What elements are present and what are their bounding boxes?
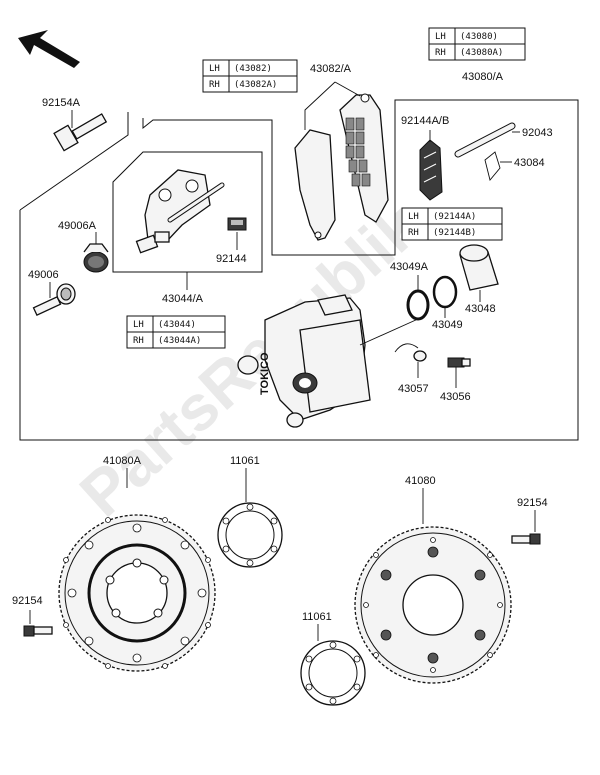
slide-boot-icon xyxy=(83,243,109,273)
callout-43057: 43057 xyxy=(398,383,429,395)
callout-49006: 49006 xyxy=(28,269,59,281)
disc-bolt-left-icon xyxy=(23,625,53,637)
callout-43084: 43084 xyxy=(514,157,545,169)
callout-43082A: 43082/A xyxy=(310,63,352,75)
callout-92154-right: 92154 xyxy=(517,497,548,509)
callout-11061-bottom: 11061 xyxy=(302,611,332,623)
caliper-stamp-text: TOKICO xyxy=(259,352,271,395)
table-43082: LH (43082) RH (43082A) xyxy=(202,59,298,93)
boot-92144-icon xyxy=(227,217,247,231)
callout-43048: 43048 xyxy=(465,303,496,315)
shim-icon xyxy=(419,139,443,201)
table-43044: LH (43044) RH (43044A) xyxy=(126,315,226,349)
disc-bolt-right-icon xyxy=(511,533,541,545)
callout-43049: 43049 xyxy=(432,319,463,331)
table-43082-lh: LH xyxy=(209,64,220,74)
table-92144-lh-part: (92144A) xyxy=(433,212,476,222)
callout-92144: 92144 xyxy=(216,253,247,265)
table-43080-lh-part: (43080) xyxy=(460,32,498,42)
disc-spacer-top-icon xyxy=(217,502,283,568)
table-43044-lh-part: (43044) xyxy=(158,320,196,330)
bolt-92154A-icon xyxy=(53,113,108,152)
table-43044-rh-part: (43044A) xyxy=(158,336,201,346)
callout-92144AB: 92144A/B xyxy=(401,115,449,127)
brake-disc-41080-icon xyxy=(354,526,512,684)
callout-92154A: 92154A xyxy=(42,97,81,109)
pin-clip-icon xyxy=(484,151,501,181)
table-92144-rh-part: (92144B) xyxy=(433,228,476,238)
callout-43049A: 43049A xyxy=(390,261,429,273)
caliper-group-frame xyxy=(19,99,579,441)
table-43080-lh: LH xyxy=(435,32,446,42)
callout-92043: 92043 xyxy=(522,127,553,139)
pad-group-frame xyxy=(142,118,396,256)
seal-43049-icon xyxy=(432,275,458,309)
caliper-bracket-icon xyxy=(135,169,225,254)
front-direction-arrow-icon xyxy=(18,30,80,68)
table-43080-rh: RH xyxy=(435,48,446,58)
callout-41080: 41080 xyxy=(405,475,436,487)
seal-43049A-icon xyxy=(406,289,430,321)
callout-49006A: 49006A xyxy=(58,220,97,232)
table-43082-rh: RH xyxy=(209,80,220,90)
brake-disc-41080A-icon xyxy=(58,514,216,672)
callout-43056: 43056 xyxy=(440,391,471,403)
table-43080: LH (43080) RH (43080A) xyxy=(428,27,526,61)
table-43044-rh: RH xyxy=(133,336,144,346)
slide-pin-icon xyxy=(32,283,76,316)
table-43044-lh: LH xyxy=(133,320,144,330)
pad-pin-icon xyxy=(454,122,516,158)
callout-11061-top: 11061 xyxy=(230,455,260,467)
table-92144-rh: RH xyxy=(408,228,419,238)
bleeder-cap-icon xyxy=(394,343,427,362)
bleeder-valve-icon xyxy=(447,357,471,368)
table-43082-rh-part: (43082A) xyxy=(234,80,277,90)
callout-92154-left: 92154 xyxy=(12,595,43,607)
brake-pad-icon xyxy=(294,93,389,241)
table-92144-lh: LH xyxy=(408,212,419,222)
table-92144: LH (92144A) RH (92144B) xyxy=(401,207,503,241)
callout-43044A: 43044/A xyxy=(162,293,204,305)
table-43080-rh-part: (43080A) xyxy=(460,48,503,58)
callout-41080A: 41080A xyxy=(103,455,142,467)
table-43082-lh-part: (43082) xyxy=(234,64,272,74)
brake-caliper-icon: TOKICO xyxy=(237,294,371,428)
callout-43080A: 43080/A xyxy=(462,71,504,83)
piston-icon xyxy=(459,244,499,291)
disc-spacer-bottom-icon xyxy=(300,640,366,706)
